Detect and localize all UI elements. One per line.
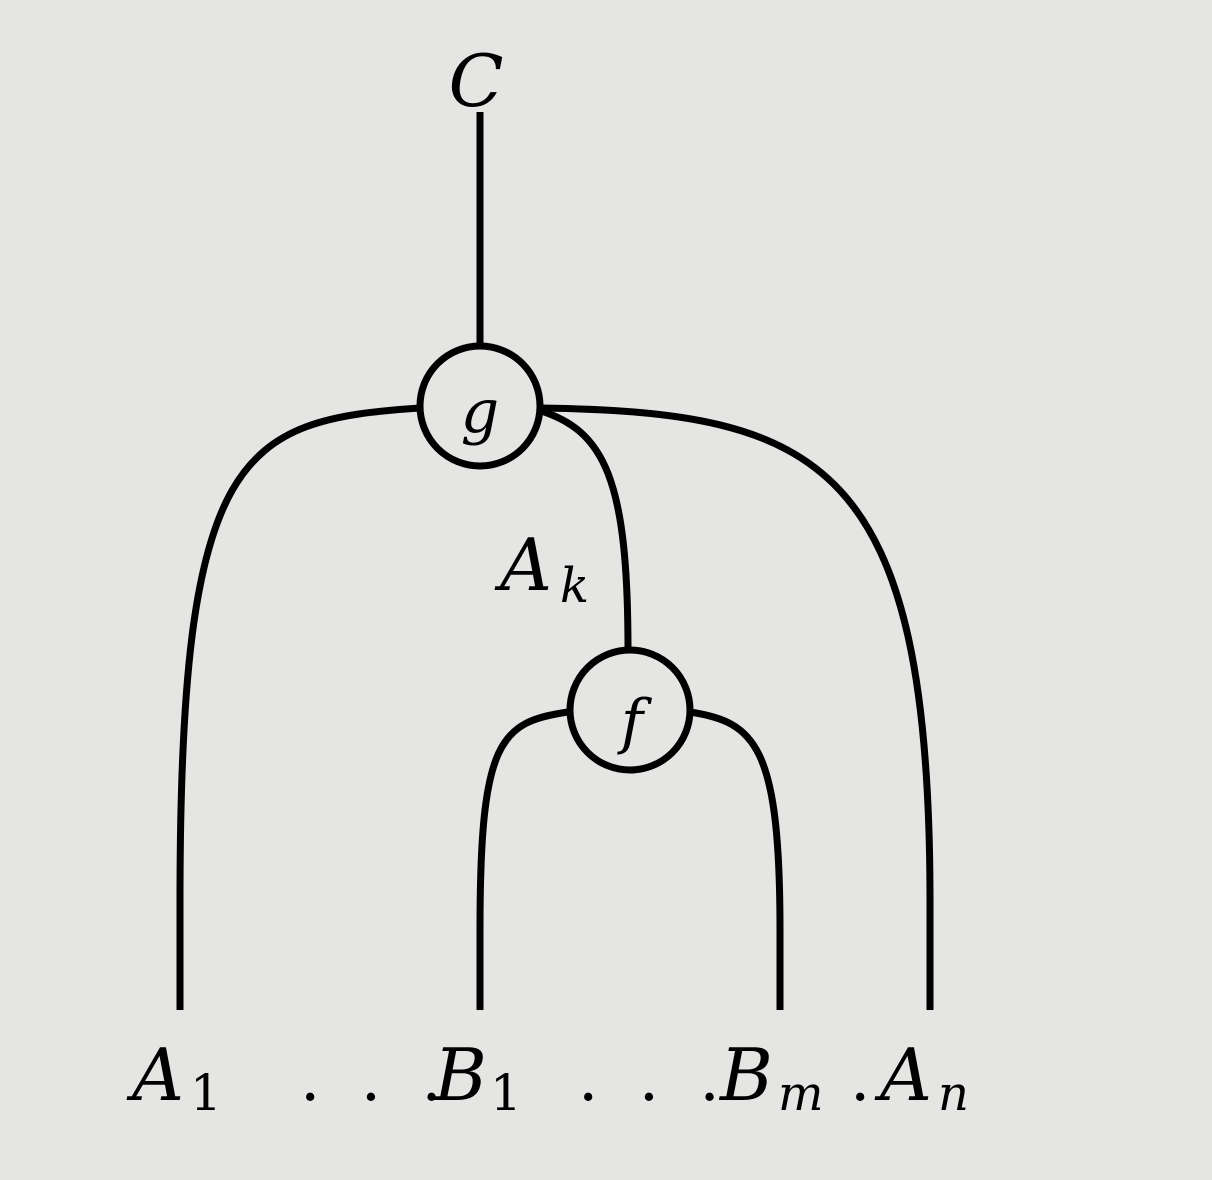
node-g-label: g: [461, 377, 499, 447]
svg-text:B: B: [432, 1033, 487, 1117]
ellipsis-middle: . . .: [578, 1042, 730, 1116]
input-label-a1: A 1: [126, 1033, 222, 1122]
svg-text:k: k: [560, 558, 589, 614]
ellipsis-left: . . .: [300, 1042, 452, 1116]
wire-bm: [689, 708, 784, 1010]
ellipsis-right: .: [850, 1042, 880, 1116]
svg-text:A: A: [494, 523, 552, 607]
wire-label-ak: A k: [494, 523, 589, 614]
svg-text:1: 1: [490, 1064, 522, 1122]
svg-text:A: A: [126, 1033, 184, 1117]
wire-b1: [476, 708, 569, 1010]
wire-ak: [536, 406, 632, 651]
input-label-bm: B m: [718, 1033, 824, 1122]
svg-text:m: m: [778, 1066, 824, 1122]
wire-a1: [176, 404, 421, 1010]
input-label-an: A n: [874, 1033, 969, 1122]
output-label-c: C: [448, 39, 503, 123]
node-g: [416, 342, 544, 470]
wire-an: [539, 404, 934, 1010]
svg-text:B: B: [718, 1033, 773, 1117]
svg-text:n: n: [938, 1066, 969, 1122]
node-f: [566, 646, 694, 774]
input-label-b1: B 1: [432, 1033, 522, 1122]
svg-text:A: A: [874, 1033, 932, 1117]
svg-text:1: 1: [190, 1064, 222, 1122]
